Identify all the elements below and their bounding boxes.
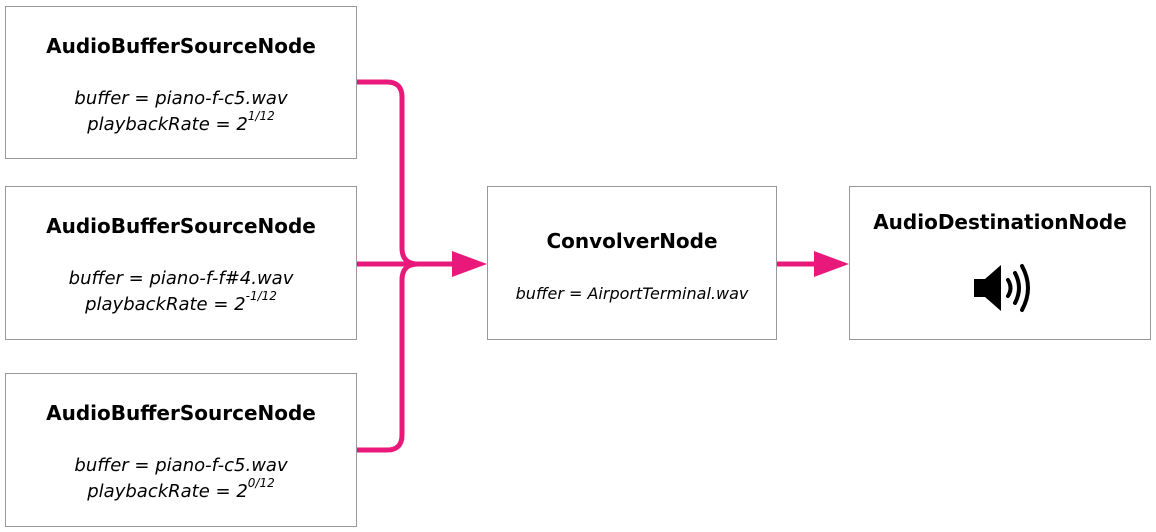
playback-rate-exponent: -1/12 <box>245 289 277 303</box>
buffer-param: buffer = piano-f-c5.wav <box>74 88 288 109</box>
buffer-param: buffer = piano-f-f#4.wav <box>68 268 294 289</box>
playback-rate-label: playbackRate = 2 <box>85 294 246 315</box>
node-title: AudioDestinationNode <box>873 210 1127 234</box>
edge-source1-to-convolver <box>357 79 419 267</box>
node-title: AudioBufferSourceNode <box>46 401 316 425</box>
playback-rate-param: playbackRate = 20/12 <box>6 476 356 505</box>
audio-destination-node: AudioDestinationNode <box>849 186 1151 340</box>
playback-rate-param: playbackRate = 21/12 <box>6 109 356 138</box>
playback-rate-exponent: 0/12 <box>247 476 275 490</box>
node-title: ConvolverNode <box>546 229 718 253</box>
audio-buffer-source-node-1: AudioBufferSourceNode buffer = piano-f-c… <box>5 6 357 159</box>
playback-rate-exponent: 1/12 <box>247 109 275 123</box>
node-title: AudioBufferSourceNode <box>46 214 316 238</box>
convolver-node: ConvolverNode buffer = AirportTerminal.w… <box>487 186 777 340</box>
playback-rate-label: playbackRate = 2 <box>87 481 248 502</box>
audio-buffer-source-node-2: AudioBufferSourceNode buffer = piano-f-f… <box>5 186 357 340</box>
playback-rate-label: playbackRate = 2 <box>87 114 248 135</box>
playback-rate-param: playbackRate = 2-1/12 <box>6 289 356 318</box>
buffer-param: buffer = piano-f-c5.wav <box>74 455 288 476</box>
buffer-param: buffer = AirportTerminal.wav <box>515 284 749 303</box>
edge-source3-to-convolver <box>357 261 419 453</box>
node-title: AudioBufferSourceNode <box>46 34 316 58</box>
speaker-icon <box>974 264 1030 312</box>
audio-buffer-source-node-3: AudioBufferSourceNode buffer = piano-f-c… <box>5 373 357 527</box>
arrowhead-destination <box>814 251 849 277</box>
arrowhead-convolver <box>452 251 487 277</box>
